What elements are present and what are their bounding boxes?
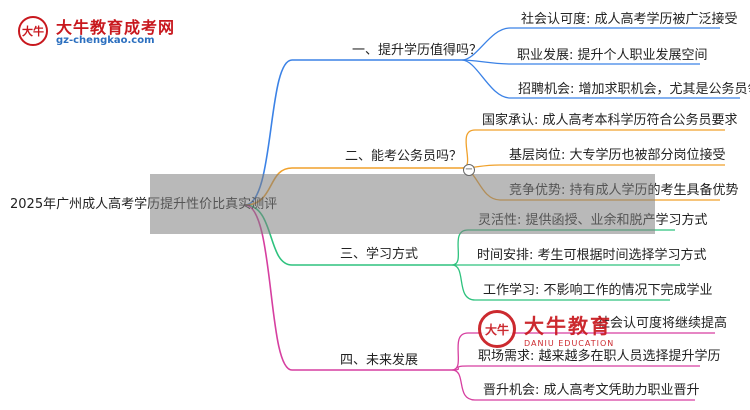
collapse-toggle-icon[interactable]: − [463,164,475,176]
site-logo: 大牛 大牛教育成考网 gz-chengkao.com [18,14,178,50]
watermark-seal-icon: 大牛 [478,310,516,348]
gray-overlay [150,174,655,234]
branch-2-label: 二、能考公务员吗？ [345,149,463,164]
watermark-sub: DANIU EDUCATION [524,339,615,348]
leaf-4-3: 晋升机会: 成人高考文凭助力职业晋升 [483,383,700,398]
leaf-3-2: 时间安排: 考生可根据时间选择学习方式 [477,248,707,263]
logo-url: gz-chengkao.com [56,35,155,46]
branch-4-label: 四、未来发展 [340,353,419,368]
leaf-1-1: 社会认可度: 成人高考学历被广泛接受 [521,12,738,27]
branch-1-label: 一、提升学历值得吗？ [352,43,483,58]
branch-3-label: 三、学习方式 [340,247,419,262]
logo-mark-icon: 大牛 [18,16,48,46]
leaf-2-1: 国家承认: 成人高考本科学历符合公务员要求 [482,113,738,128]
leaf-1-2: 职业发展: 提升个人职业发展空间 [517,48,708,63]
watermark: 大牛 大牛教育 DANIU EDUCATION [478,308,678,350]
leaf-1-3: 招聘机会: 增加求职机会，尤其是公务员领域 [518,82,750,97]
logo-name: 大牛教育成考网 [56,18,176,37]
leaf-4-1: 社会认可度将继续提高 [597,316,728,331]
leaf-4-2: 职场需求: 越来越多在职人员选择提升学历 [478,349,721,364]
watermark-name: 大牛教育 [524,314,612,338]
leaf-2-2: 基层岗位: 大专学历也被部分岗位接受 [509,148,726,163]
leaf-3-3: 工作学习: 不影响工作的情况下完成学业 [483,283,713,298]
